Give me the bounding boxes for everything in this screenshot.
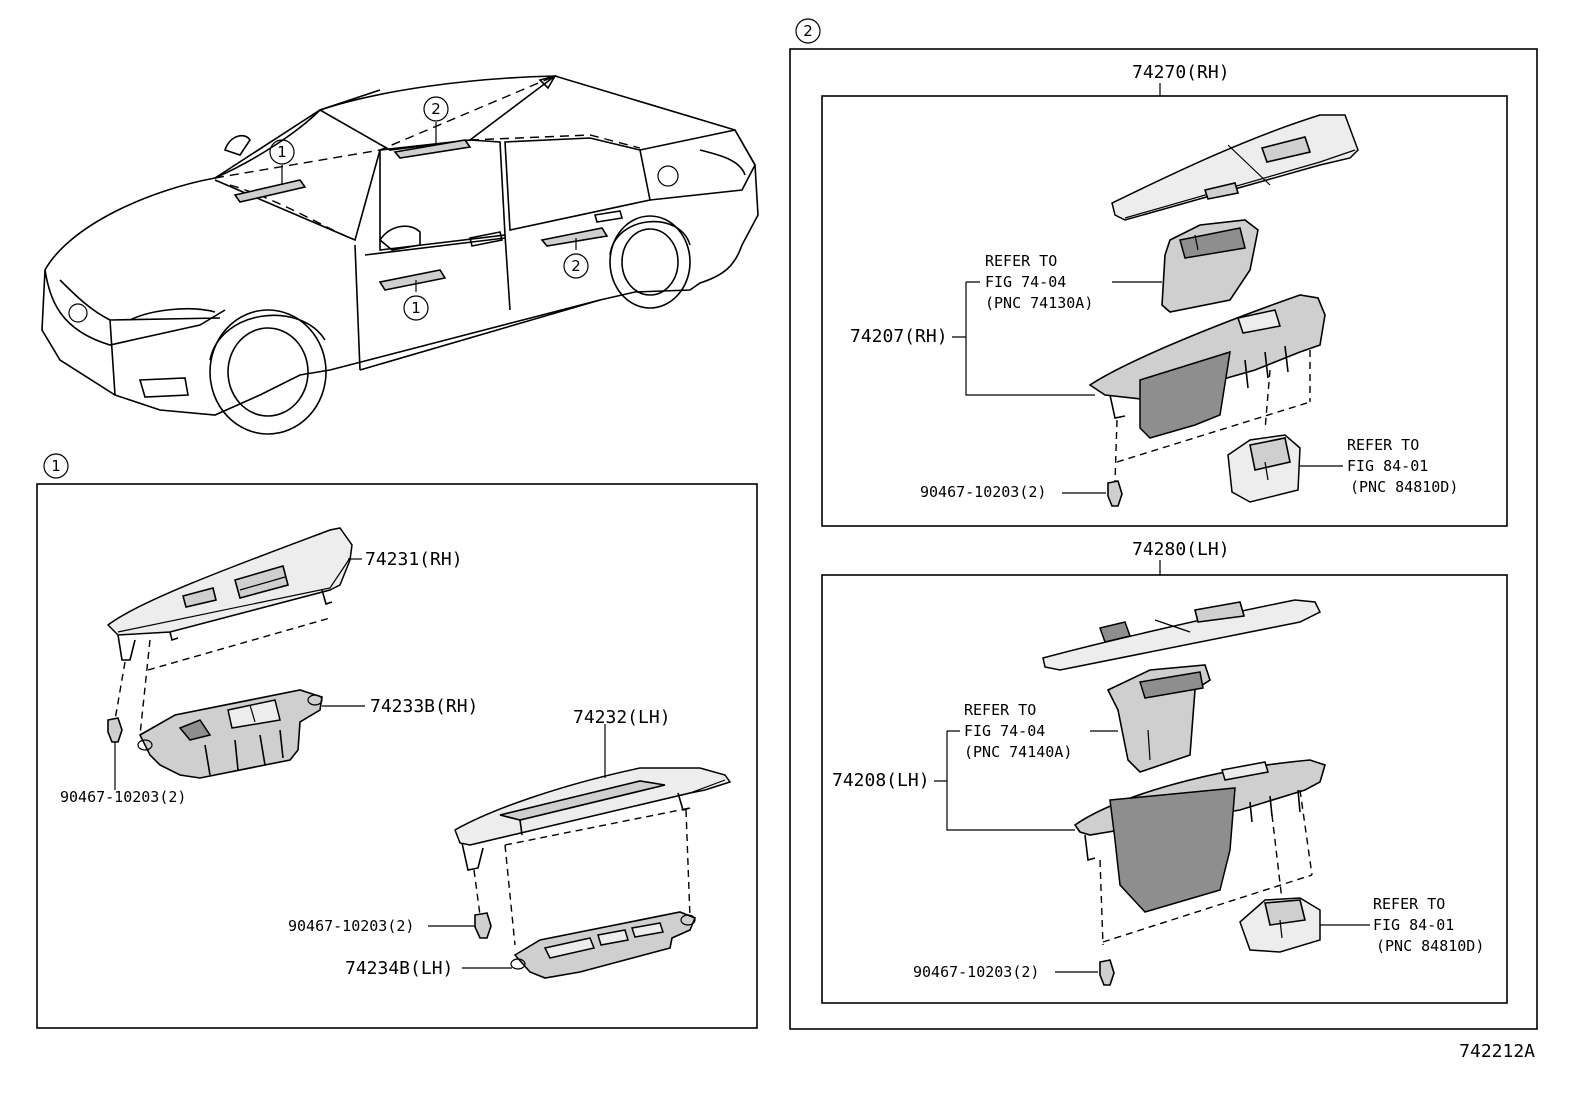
panel-74232: [454, 767, 732, 871]
lh-clip: [1099, 959, 1115, 986]
clip-a: [107, 717, 123, 743]
title-74270: 74270(RH): [1132, 62, 1230, 83]
label-74231: 74231(RH): [365, 549, 463, 570]
label-74208: 74208(LH): [832, 770, 930, 791]
section-1-callout: 1: [51, 457, 61, 475]
car-callout-2-rear-door: 2: [571, 257, 581, 275]
lh-connector: [1239, 897, 1321, 953]
lh-label-clip: 90467-10203(2): [913, 963, 1039, 981]
label-74234b: 74234B(LH): [345, 958, 453, 979]
rh-connector: [1227, 434, 1301, 503]
label-clip-a: 90467-10203(2): [60, 788, 186, 806]
lh-main-bezel: [1073, 759, 1326, 913]
label-clip-b: 90467-10203(2): [288, 917, 414, 935]
rh-refer2-line3: (PNC 84810D): [1350, 478, 1458, 496]
lh-refer1-line3: (PNC 74140A): [964, 743, 1072, 761]
rh-refer1-line2: FIG 74-04: [985, 273, 1066, 291]
lh-refer2-line1: REFER TO: [1373, 895, 1445, 913]
rh-main-bezel: [1088, 294, 1326, 439]
label-74207: 74207(RH): [850, 326, 948, 347]
lh-subframe: [821, 574, 1508, 1004]
lh-trim-panel: [1042, 599, 1322, 671]
clip-b: [474, 912, 492, 939]
section-2-callout: 2: [803, 22, 813, 40]
rh-sub-switch: [1161, 219, 1259, 313]
switch-74234b: [510, 911, 697, 979]
switch-74233b: [137, 689, 323, 779]
rh-subframe: [821, 95, 1508, 527]
rh-refer2-line1: REFER TO: [1347, 436, 1419, 454]
section-1: 1: [36, 453, 758, 1029]
rh-label-clip: 90467-10203(2): [920, 483, 1046, 501]
car-illustration: 1 2 1 2: [41, 74, 759, 435]
lh-refer1-line1: REFER TO: [964, 701, 1036, 719]
rh-refer1-line3: (PNC 74130A): [985, 294, 1093, 312]
lh-sub-switch: [1106, 664, 1211, 773]
figure-code: 742212A: [1459, 1041, 1535, 1062]
car-callout-2-roof: 2: [431, 100, 441, 118]
lh-refer2-line3: (PNC 84810D): [1376, 937, 1484, 955]
rh-trim-panel: [1111, 114, 1359, 221]
label-74232: 74232(LH): [573, 707, 671, 728]
panel-74231: [106, 527, 353, 661]
car-callout-1-front-door: 1: [411, 299, 421, 317]
title-74280: 74280(LH): [1132, 539, 1230, 560]
rh-refer1-line1: REFER TO: [985, 252, 1057, 270]
car-callout-1-front-left: 1: [277, 143, 287, 161]
lh-refer2-line2: FIG 84-01: [1373, 916, 1454, 934]
lh-refer1-line2: FIG 74-04: [964, 722, 1045, 740]
label-74233b: 74233B(RH): [370, 696, 478, 717]
rh-clip: [1107, 480, 1123, 507]
section-2-frame: [789, 48, 1538, 1030]
section-1-frame: [36, 483, 758, 1029]
section-2: 2 74270(RH): [789, 18, 1538, 1030]
rh-refer2-line2: FIG 84-01: [1347, 457, 1428, 475]
